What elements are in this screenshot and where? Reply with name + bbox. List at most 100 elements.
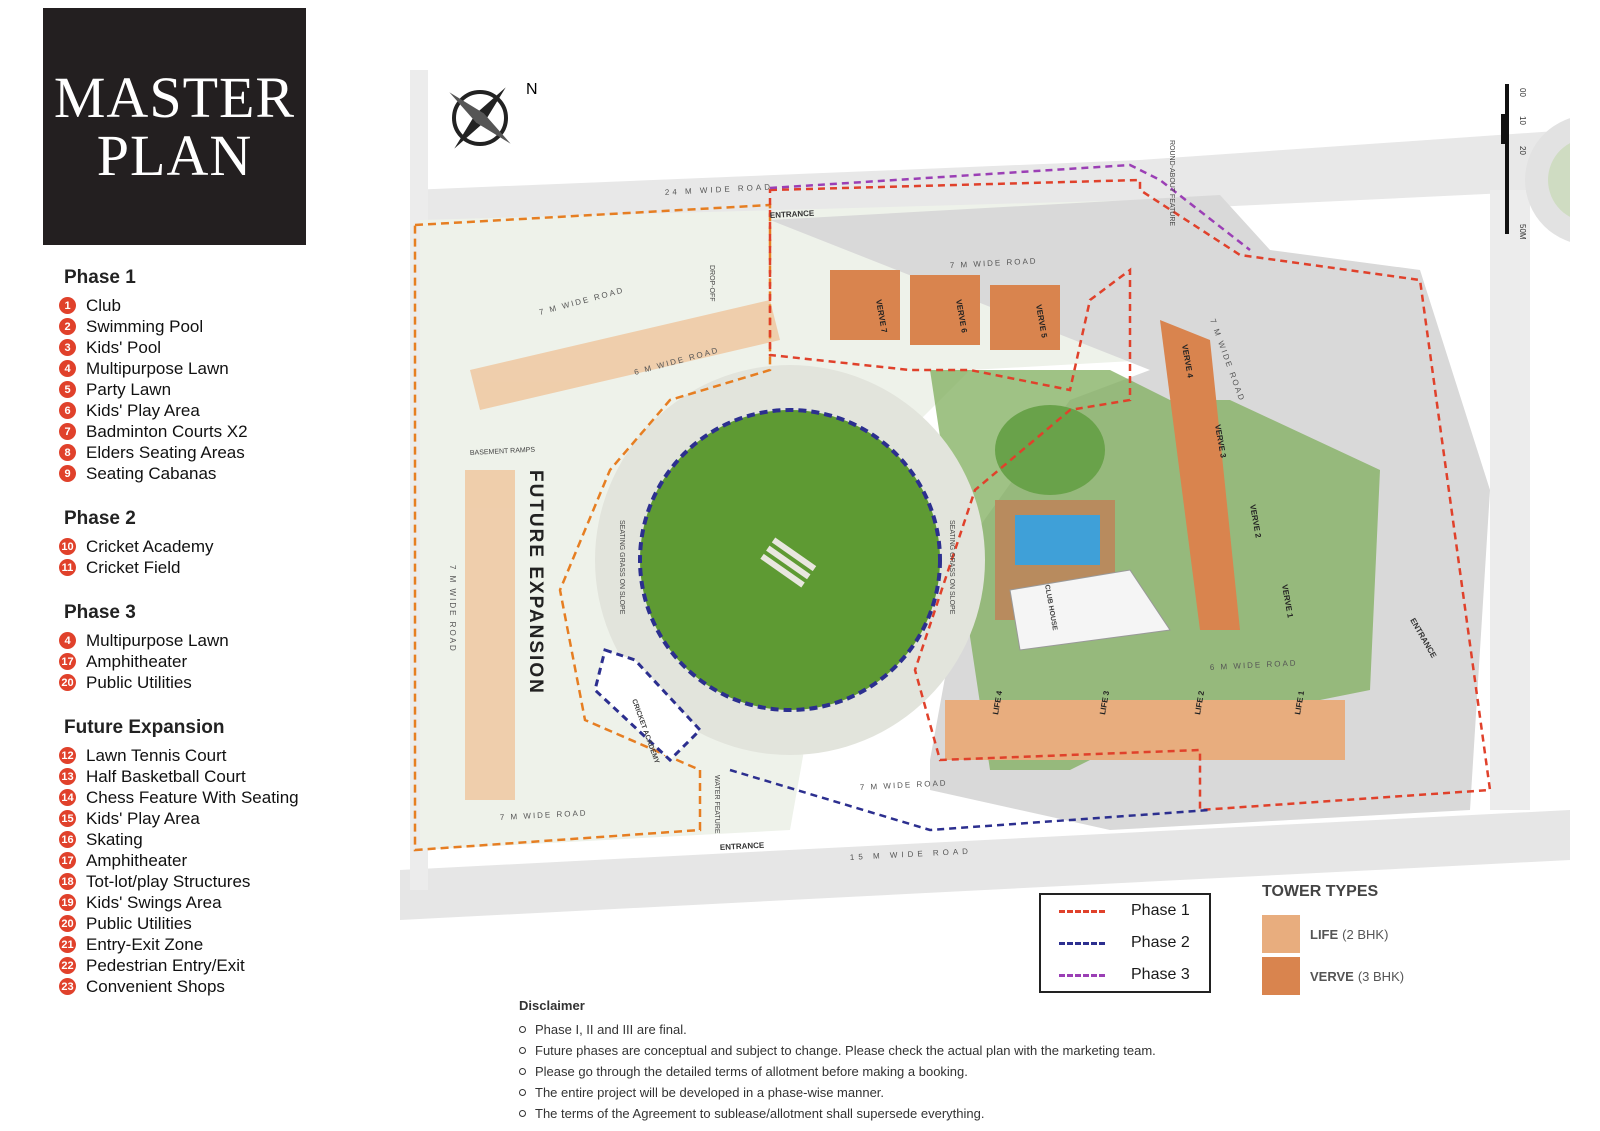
legend-section-heading: Phase 3 [64,602,136,623]
tower-types-legend: TOWER TYPES LIFE(2 BHK)VERVE(3 BHK) [1262,883,1404,997]
scale-bar [1501,84,1509,234]
amenity-label: Multipurpose Lawn [86,630,229,650]
roundabout-feature [1548,143,1570,217]
phase1-boundary [768,178,1492,812]
amenity-number-badge: 15 [59,810,76,827]
amenity-label: Public Utilities [86,913,192,933]
entrance-bottom-label: ENTRANCE [720,841,766,852]
round-about-label: ROUND-ABOUT FEATURE [1168,140,1175,226]
disclaimer-item: Phase I, II and III are final. [519,1019,1156,1040]
phase-line-swatch [1059,941,1105,945]
phase-line-swatch [1059,973,1105,977]
phase-legend-row: Phase 2 [1041,927,1209,959]
amenity-number-badge: 18 [59,873,76,890]
disclaimer-item: Future phases are conceptual and subject… [519,1040,1156,1061]
legend-item: 20 Public Utilities [59,672,349,693]
disclaimer-item: The terms of the Agreement to sublease/a… [519,1103,1156,1124]
amenity-number-badge: 6 [59,402,76,419]
legend-item: 3 Kids' Pool [59,337,349,358]
amenity-label: Amphitheater [86,850,188,870]
amenity-label: Skating [86,829,143,849]
amenity-label: Tot-lot/play Structures [86,871,251,891]
club-house [1009,569,1171,651]
tower-types-heading: TOWER TYPES [1262,883,1379,900]
amphitheater [995,405,1105,495]
amenity-number-badge: 23 [59,978,76,995]
amenity-number-badge: 16 [59,831,76,848]
amenity-number-badge: 4 [59,360,76,377]
seating-right-label: SEATING GRASS ON SLOPE [948,520,955,615]
cricket-academy-boundary [593,648,703,763]
phase2-boundary [729,768,1211,832]
legend-item: 9 Seating Cabanas [59,463,349,484]
legend-item: 19 Kids' Swings Area [59,892,349,913]
tower-type-row: VERVE(3 BHK) [1262,955,1404,997]
tower-type-name: VERVE [1310,968,1354,984]
amenity-number-badge: 20 [59,674,76,691]
site-plan-map: N 00 10 20 50M FUTURE EXPANSION 24 M WID… [370,70,1570,950]
road-7m-left-label: 7 M WIDE ROAD [448,565,457,653]
phase-legend-label: Phase 3 [1131,966,1190,983]
amenity-number-badge: 13 [59,768,76,785]
compass-icon [449,87,511,149]
water-feature-label: WATER FEATURE [713,775,720,834]
basement-ramps-label: BASEMENT RAMPS [470,447,536,457]
legend-item: 15 Kids' Play Area [59,808,349,829]
tower-type-swatch [1262,915,1300,953]
legend-section-heading: Phase 1 [64,267,136,288]
compass-north-label: N [526,81,538,98]
amenity-number-badge: 10 [59,538,76,555]
amenity-label: Seating Cabanas [86,463,217,483]
life-towers [945,700,1345,760]
amenity-label: Lawn Tennis Court [86,745,227,765]
amenity-number-badge: 14 [59,789,76,806]
legend-item: 6 Kids' Play Area [59,400,349,421]
verve-towers [830,270,1240,630]
tower-type-swatch [1262,957,1300,995]
amenity-number-badge: 4 [59,632,76,649]
tower-type-row: LIFE(2 BHK) [1262,913,1404,955]
amenity-number-badge: 1 [59,297,76,314]
seating-left-label: SEATING GRASS ON SLOPE [618,520,625,615]
amenity-number-badge: 9 [59,465,76,482]
amenity-number-badge: 19 [59,894,76,911]
legend-item: 2 Swimming Pool [59,316,349,337]
amenity-label: Multipurpose Lawn [86,358,229,378]
amenity-label: Club [86,295,121,315]
amenity-label: Entry-Exit Zone [86,934,204,954]
tower-life-4: LIFE 4 [991,690,1004,716]
legend-section-heading: Phase 2 [64,508,136,529]
amenity-number-badge: 2 [59,318,76,335]
legend-item: 1 Club [59,295,349,316]
amenity-label: Kids' Play Area [86,400,200,420]
tower-life-1: LIFE 1 [1293,690,1306,716]
amenity-label: Pedestrian Entry/Exit [86,955,245,975]
amenity-label: Cricket Academy [86,536,214,556]
amenity-number-badge: 3 [59,339,76,356]
amenity-label: Public Utilities [86,672,192,692]
amenity-number-badge: 8 [59,444,76,461]
tower-type-detail: (3 BHK) [1357,968,1405,984]
disclaimer: Disclaimer Phase I, II and III are final… [519,998,1156,1124]
amenity-label: Swimming Pool [86,316,204,336]
tower-type-detail: (2 BHK) [1342,926,1389,942]
scale-50: 50M [1518,224,1527,240]
amenity-label: Kids' Swings Area [86,892,222,912]
amenity-label: Kids' Play Area [86,808,200,828]
roundabout [1525,118,1570,242]
phase2-boundary-field [638,408,942,712]
title-line-1: MASTER [53,64,296,130]
phase-legend-label: Phase 1 [1131,902,1190,919]
future-towers [465,300,780,800]
legend-item: 18 Tot-lot/play Structures [59,871,349,892]
amenity-label: Chess Feature With Seating [86,787,299,807]
scale-20: 20 [1518,146,1527,155]
amenity-label: Kids' Pool [86,337,162,357]
